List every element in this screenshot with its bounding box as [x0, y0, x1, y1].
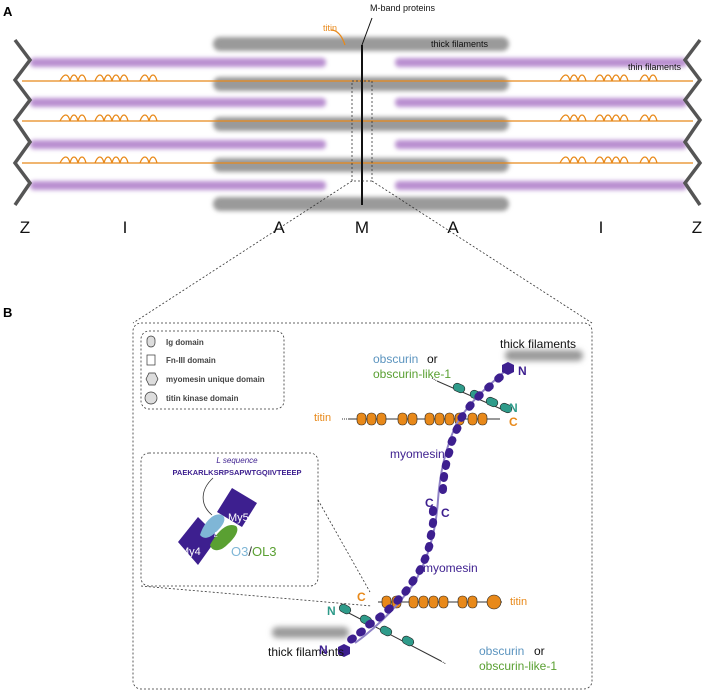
c-terminus-myomesin-1: C [425, 496, 434, 510]
band-label-a-left: A [273, 218, 285, 237]
terminus-labels: N N C C C C N N [319, 364, 527, 657]
thin-filaments [30, 58, 687, 190]
legend-box: Ig domain Fn-III domain myomesin unique … [140, 330, 285, 410]
or-label-bottom: or [534, 644, 545, 658]
thick-filaments-label-a: thick filaments [431, 39, 489, 49]
titin-strand-top [342, 412, 500, 426]
structure-inset: L sequence PAEKARLKSRPSAPWTGQIIVTEEEP My… [140, 452, 373, 607]
c-terminus-titin-bottom: C [357, 590, 366, 604]
obscurin-label-top: obscurin [373, 352, 418, 366]
titin-label-b-bottom: titin [510, 596, 527, 608]
z-discs [12, 38, 703, 206]
band-labels: Z I A M A I Z [20, 218, 702, 237]
myomesin-chain [338, 362, 514, 657]
ol3-domain [210, 524, 238, 551]
band-label-a-right: A [447, 218, 459, 237]
m-band-proteins-label: M-band proteins [370, 3, 436, 13]
l-mark: L [214, 532, 218, 539]
obscurin-strand-bottom [338, 603, 447, 665]
n-terminus-obscurin-top: N [509, 401, 518, 415]
band-label-i-left: I [123, 218, 128, 237]
myomesin-unique-domain-icon [145, 372, 159, 386]
titin-label-a: titin [323, 23, 337, 33]
thick-filaments-label-b-top: thick filaments [500, 337, 576, 351]
c-terminus-myomesin-2: C [441, 506, 450, 520]
slash-label: / [248, 544, 252, 559]
panel-b-letter: B [3, 305, 12, 320]
myomesin-unique-domain-top [502, 362, 514, 375]
my5-domain [217, 488, 257, 527]
legend-label-titin-kinase: titin kinase domain [166, 394, 239, 403]
n-terminus-myomesin-top: N [518, 364, 527, 378]
thick-filament-b-top [505, 350, 583, 361]
legend-label-myomesin-unique: myomesin unique domain [166, 375, 265, 384]
panel-a-letter: A [3, 4, 13, 19]
myomesin-label-bottom: myomesin [423, 561, 478, 575]
sequence-pointer [202, 477, 214, 516]
panel-b-frame [132, 322, 593, 690]
my4-label: My4 [180, 546, 201, 558]
ol3-label: OL3 [252, 544, 277, 559]
legend-label-ig: Ig domain [166, 338, 204, 347]
band-label-i-right: I [599, 218, 604, 237]
legend-label-fn3: Fn-III domain [166, 356, 216, 365]
thick-filaments-label-b-bottom: thick filaments [268, 645, 344, 659]
or-label-top: or [427, 352, 438, 366]
ig-domain-icon [146, 335, 156, 348]
thick-filament-b-bottom [272, 627, 349, 638]
obscurin-label-bottom: obscurin [479, 644, 524, 658]
zoom-connectors [132, 180, 593, 324]
c-terminus-titin-top: C [509, 415, 518, 429]
band-label-m: M [355, 218, 369, 237]
l-sequence: PAEKARLKSRPSAPWTGQIIVTEEEP [172, 468, 301, 477]
l-sequence-label: L sequence [216, 456, 258, 465]
n-terminus-obscurin-bottom: N [327, 604, 336, 618]
titin-kinase-domain-icon [144, 391, 158, 405]
o3-domain [200, 514, 225, 538]
titin-label-b-top: titin [314, 412, 331, 424]
zoom-region [351, 80, 373, 182]
myomesin-label-top: myomesin [390, 447, 445, 461]
my5-label: My5 [228, 512, 249, 524]
o3-ol3-label: O3/OL3 [231, 544, 277, 559]
n-terminus-myomesin-bottom: N [319, 643, 328, 657]
myomesin-unique-domain-bottom [338, 644, 350, 657]
o3-label: O3 [231, 544, 248, 559]
m-band-pointer [361, 17, 373, 46]
band-label-z-left: Z [20, 218, 30, 237]
obscurin-like-1-label-bottom: obscurin-like-1 [479, 659, 557, 673]
band-label-z-right: Z [692, 218, 702, 237]
thin-filaments-label-a: thin filaments [628, 62, 682, 72]
obscurin-like-1-label-top: obscurin-like-1 [373, 367, 451, 381]
titin-lines [22, 29, 693, 164]
fn3-domain-icon [146, 354, 156, 366]
